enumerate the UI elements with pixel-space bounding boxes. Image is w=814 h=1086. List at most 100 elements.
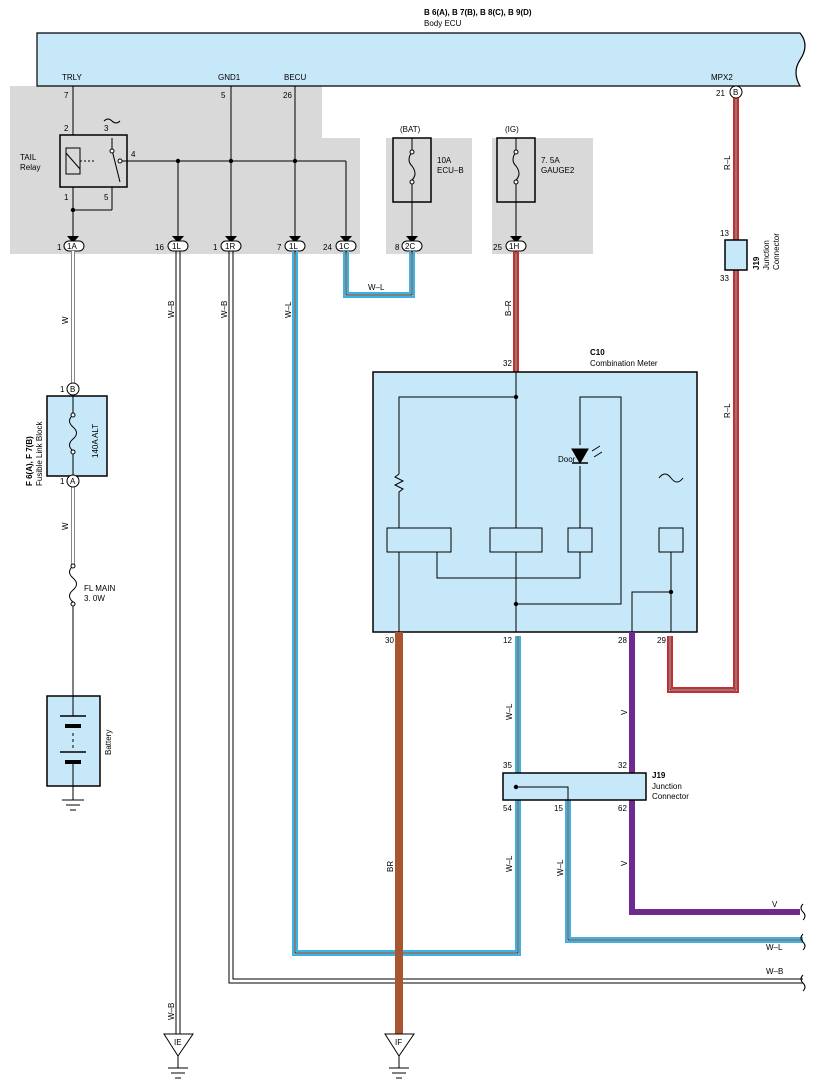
wire-label-wl-link: W–L [368,283,385,292]
wire-label-wl-c: W–L [505,855,514,872]
fuse-bat-name: ECU–B [437,166,464,175]
j19-mid-line1: Junction [652,782,682,791]
conn-1h: 1H [509,242,519,251]
wire-label-v-b: V [620,860,629,866]
conn-1r: 1R [225,242,235,251]
ecu-codes: B 6(A), B 7(B), B 8(C), B 9(D) [424,8,532,17]
j19-mid-code: J19 [652,771,666,780]
pin-becu: 26 [283,91,292,100]
wire-label-br: B–R [504,300,513,316]
wire-label-w-top: W [61,316,70,324]
ground-if [384,1033,415,1079]
wire-br-ig [513,251,519,372]
j19-mid-pin-32: 32 [618,761,627,770]
meter-name: Combination Meter [590,359,658,368]
fusible-rating: 140A ALT [91,424,100,458]
ground-ie [163,1033,194,1079]
pin-trly: 7 [64,91,69,100]
wire-label-w-bot: W [61,522,70,530]
fuse-ig-rating: 7. 5A [541,156,560,165]
fusible-pin-bot: 1 [60,477,65,486]
fusible-conn-bot-label: A [70,477,76,486]
meter-pin-12: 12 [503,636,512,645]
ground-icon [62,799,84,811]
relay-name-2: Relay [20,163,40,172]
pin-mpx2: 21 [716,89,725,98]
terminal-mpx2: MPX2 [711,73,733,82]
conn-1c: 1C [339,242,349,251]
conn-2c: 2C [405,242,415,251]
battery-icon [60,696,86,800]
fuse-bat-label: (BAT) [400,125,421,134]
battery-name: Battery [104,730,113,755]
conn-1l2: 1L [289,242,298,251]
meter-pin-28: 28 [618,636,627,645]
fl-main-name: FL MAIN [84,584,115,593]
combination-meter-box [372,371,698,633]
relay-pin-2: 2 [64,124,69,133]
fusible-pin-top: 1 [60,385,65,394]
conn-1l-pin: 16 [155,243,164,252]
connector-mpx2-label: B [733,88,738,97]
conn-1a-pin: 1 [57,243,62,252]
wire-label-br-brown: BR [386,861,395,872]
conn-1a: 1A [67,242,77,251]
body-ecu-box [36,32,806,87]
fusible-name: Fusible Link Block [35,421,44,486]
fusible-conn-top [66,382,80,396]
conn-1h-pin: 25 [493,243,502,252]
j19-mid-internal [516,786,569,800]
conn-2c-pin: 8 [395,243,400,252]
wire-label-rl-b: R–L [723,403,732,418]
wire-wb-1l [175,251,181,1034]
relay-pin-5: 5 [104,193,109,202]
wire-label-wb-b: W–B [167,1003,176,1020]
door-label: Door [558,455,576,464]
j19-top-line1: Junction [762,240,771,270]
splice-dots [70,158,298,213]
wire-wb-1r [228,251,803,984]
wire-label-wl-meter: W–L [505,703,514,720]
j19-top-pin-out: 33 [720,274,729,283]
j19-mid-line2: Connector [652,792,689,801]
wire-label-wb-1r: W–B [220,301,229,318]
fusible-link-block [46,395,108,477]
ecu-name: Body ECU [424,19,462,28]
fuse-ig-label: (IG) [505,125,519,134]
relay-pin-3: 3 [104,124,109,133]
j19-top-code: J19 [752,256,761,270]
terminal-becu: BECU [284,73,306,82]
wire-label-wl-d: W–L [556,859,565,876]
fusible-conn-top-label: B [70,385,75,394]
door-led-icon [571,445,603,465]
wire-label-out-wl: W–L [766,943,783,952]
ground-ie-label: IE [174,1038,182,1047]
wire-label-wb-a: W–B [167,301,176,318]
wire-label-v-a: V [620,709,629,715]
fl-main-fusible-link [69,563,77,696]
wire-wl-j19-out [565,800,803,943]
j19-mid-pin-15: 15 [554,804,563,813]
wire-label-wl-a: W–L [284,301,293,318]
fl-main-rating: 3. 0W [84,594,105,603]
pin-gnd1: 5 [221,91,226,100]
meter-pin-top: 32 [503,359,512,368]
terminal-gnd1: GND1 [218,73,241,82]
meter-splices [513,394,674,607]
conn-1c-pin: 24 [323,243,332,252]
j19-mid-pin-54: 54 [503,804,512,813]
meter-pin-29: 29 [657,636,666,645]
wire-label-out-v: V [772,900,778,909]
wire-break-marks [800,903,806,992]
fuse-bat-rating: 10A [437,156,452,165]
j19-top-pin-in: 13 [720,229,729,238]
j19-mid-pin-35: 35 [503,761,512,770]
j19-top-box [724,239,748,271]
ground-if-label: IF [395,1038,402,1047]
conn-1l: 1L [172,242,181,251]
j19-mid-splice [513,784,519,790]
wire-wl-link [343,251,415,298]
wire-label-rl-a: R–L [723,155,732,170]
j19-top-line2: Connector [772,233,781,270]
